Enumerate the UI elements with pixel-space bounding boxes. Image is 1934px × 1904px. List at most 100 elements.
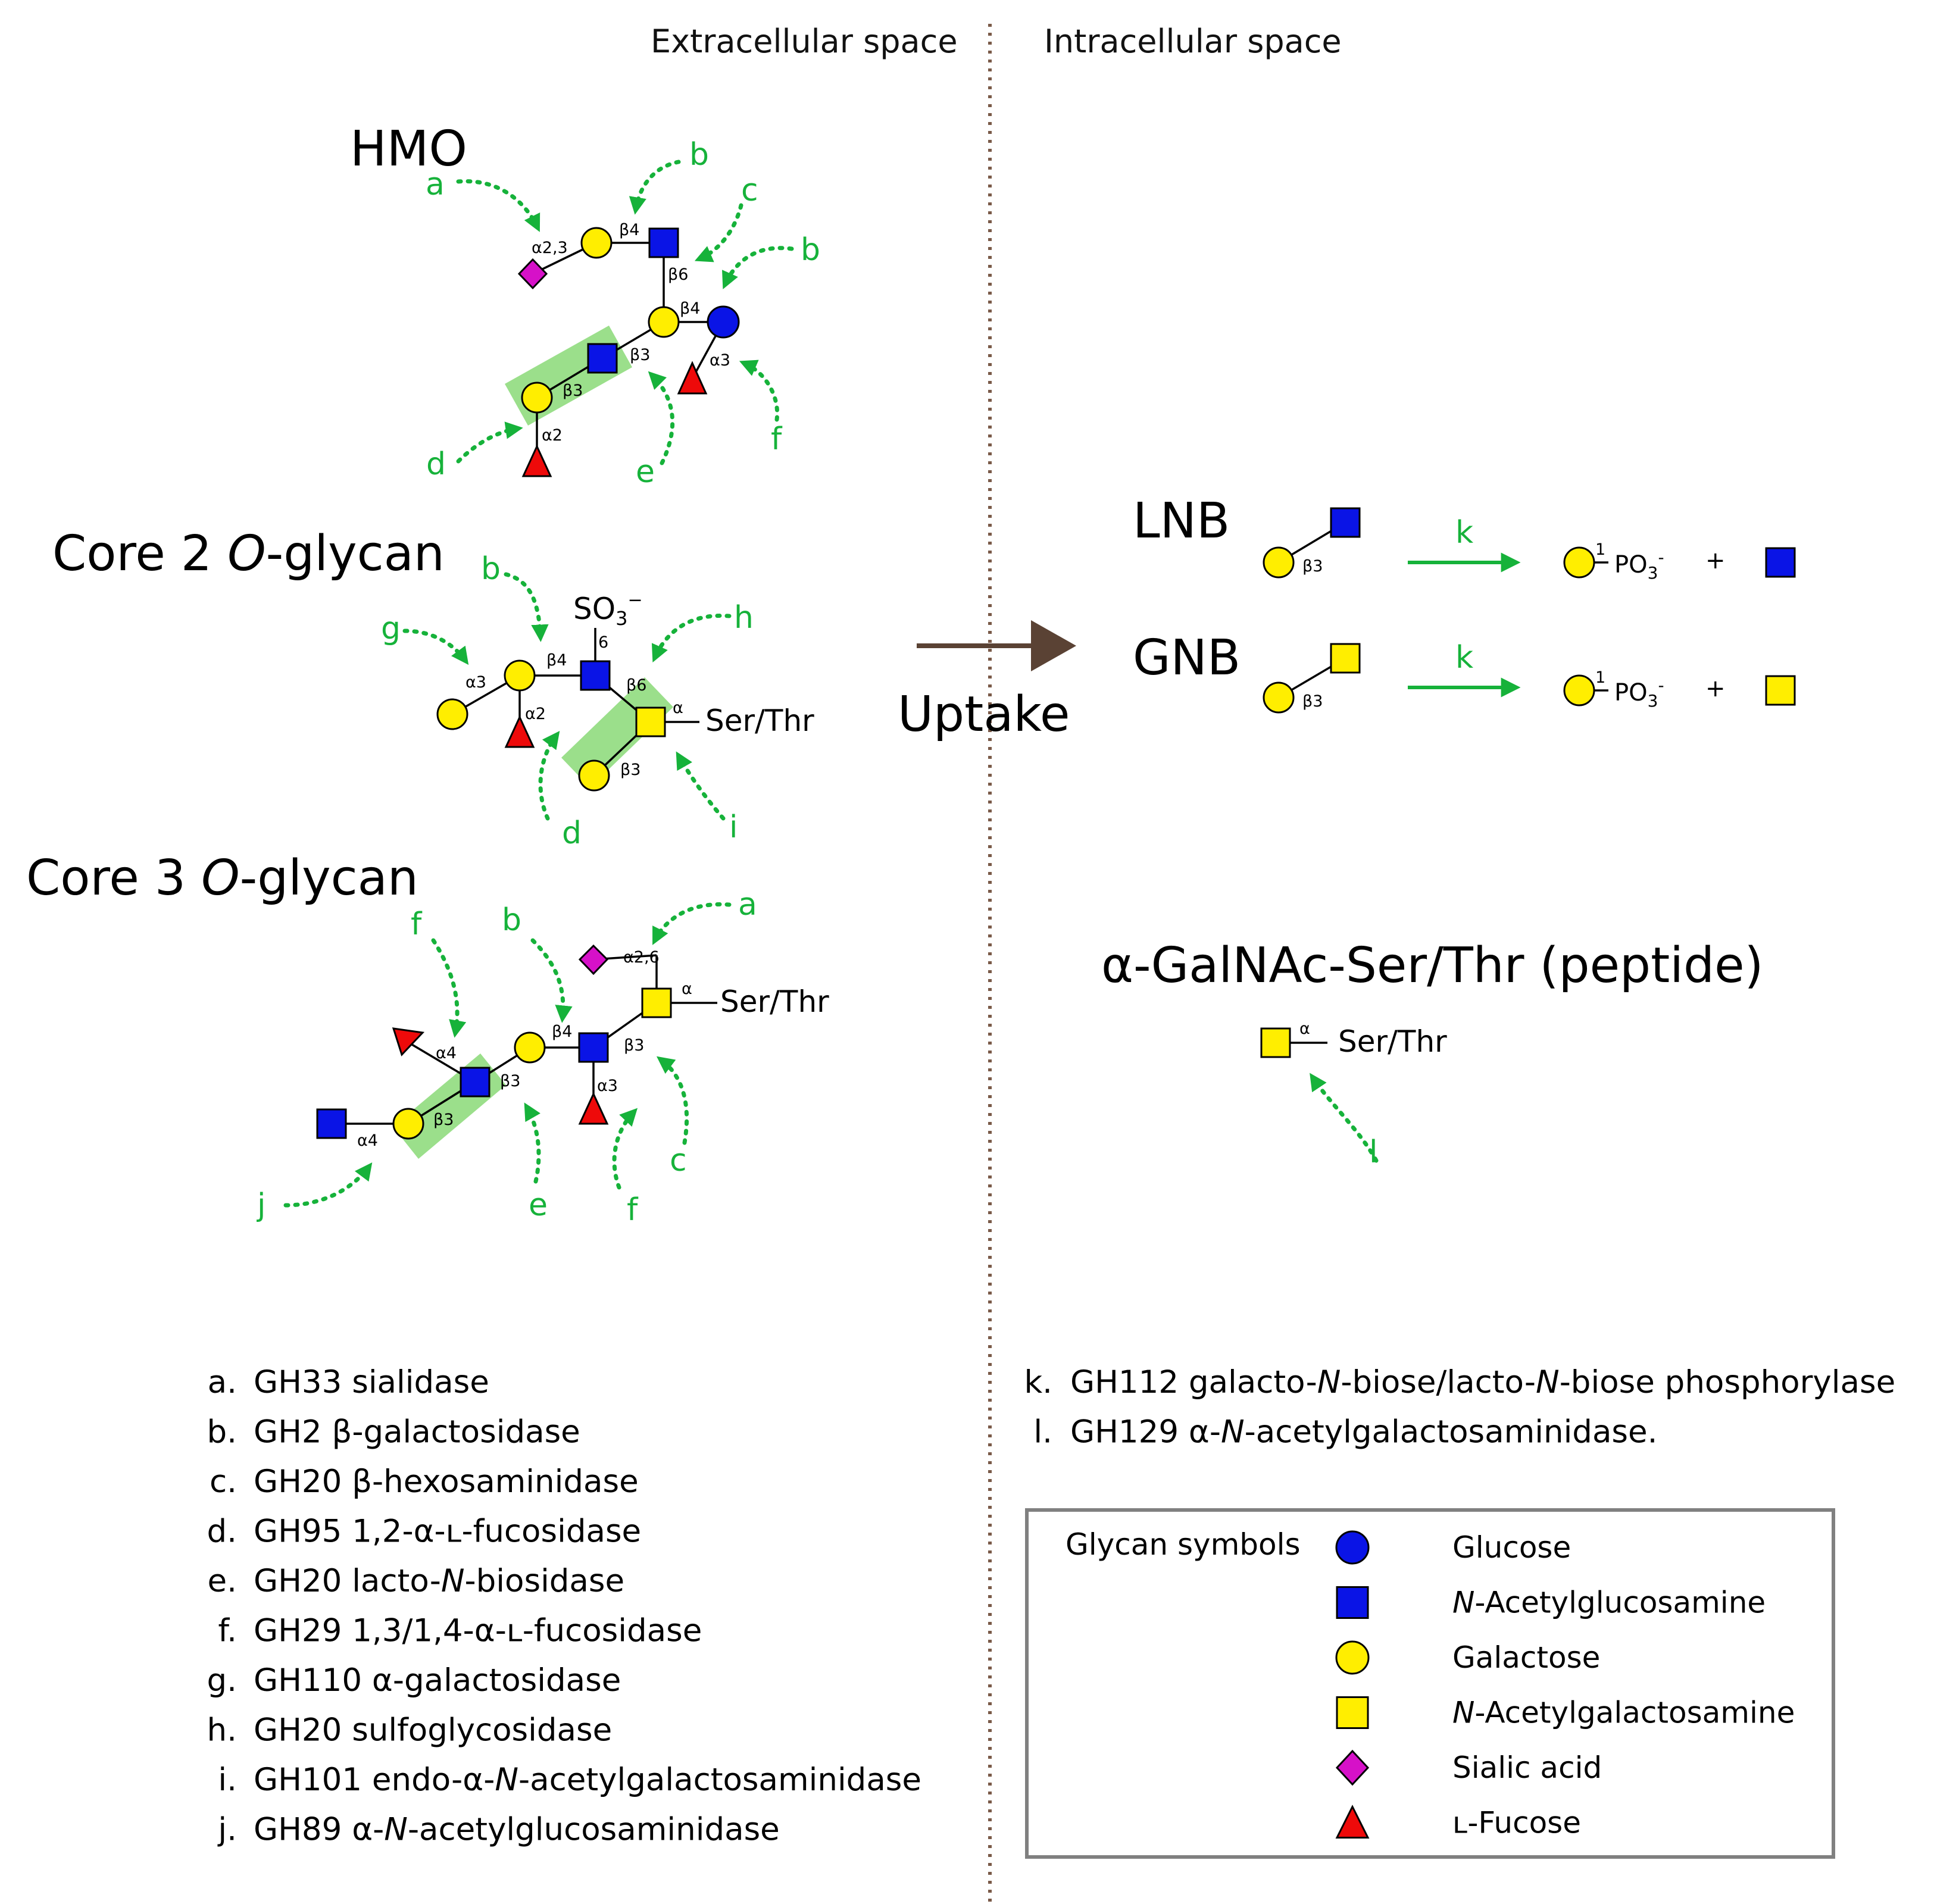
galactose-icon bbox=[1263, 546, 1295, 579]
fucose-icon bbox=[578, 1092, 609, 1125]
linkage-label: β6 bbox=[668, 265, 688, 284]
header-extracellular: Extracellular space bbox=[651, 23, 958, 60]
linkage-label: α2,6 bbox=[623, 948, 660, 967]
enzyme-name: GH2 β-galactosidase bbox=[254, 1414, 580, 1450]
enzyme-name: GH101 endo-α-N-acetylgalactosaminidase bbox=[254, 1762, 921, 1798]
enzyme-letter-k: k bbox=[1455, 640, 1473, 676]
legend-triangle-icon bbox=[1335, 1805, 1370, 1839]
glcnac-icon bbox=[316, 1108, 347, 1139]
ser-thr-label: Ser/Thr bbox=[705, 704, 814, 738]
title-gnb: GNB bbox=[1133, 630, 1241, 686]
enzyme-letter-c: c bbox=[670, 1143, 687, 1178]
uptake-arrow bbox=[917, 620, 1076, 671]
legend-square-icon bbox=[1336, 1586, 1369, 1619]
linkage-label: α bbox=[673, 699, 683, 717]
linkage-label: α4 bbox=[436, 1044, 457, 1062]
enzyme-name: GH20 sulfoglycosidase bbox=[254, 1712, 612, 1749]
galactose-icon bbox=[504, 659, 536, 692]
enzyme-letter-c: c bbox=[741, 173, 758, 208]
glcnac-icon bbox=[460, 1067, 490, 1098]
enzyme-letter-k: k bbox=[1455, 515, 1473, 551]
galactose-icon bbox=[436, 698, 468, 730]
enzyme-mark: l. bbox=[1033, 1414, 1052, 1450]
galactose-icon bbox=[578, 759, 610, 792]
plus-sign: + bbox=[1705, 675, 1726, 702]
sialic-acid-icon bbox=[517, 258, 548, 290]
linkage-label: β3 bbox=[500, 1072, 520, 1090]
title-core3-o-glycan: Core 3 O-glycan bbox=[26, 850, 418, 906]
legend-title: Glycan symbols bbox=[1066, 1527, 1301, 1562]
enzyme-letter-b: b bbox=[689, 137, 709, 173]
galnac-icon bbox=[641, 987, 672, 1018]
fucose-icon bbox=[504, 715, 535, 748]
gnb-phosphorolysis: GNB β3 k 1 PO3- + bbox=[1133, 630, 1796, 714]
hmo-enzyme-arrows: a b c b d e f bbox=[426, 137, 820, 490]
sulfate-label: SO3− bbox=[573, 590, 643, 630]
title-lnb: LNB bbox=[1133, 493, 1230, 549]
legend-label: N-Acetylglucosamine bbox=[1452, 1586, 1766, 1620]
phosphate-label: PO3- bbox=[1614, 676, 1664, 711]
enzyme-name: GH95 1,2-α-ʟ-fucosidase bbox=[254, 1514, 641, 1550]
enzyme-mark: g. bbox=[207, 1662, 238, 1699]
galnac-icon bbox=[1260, 1027, 1291, 1058]
linkage-label: β3 bbox=[1302, 557, 1323, 576]
core3-enzyme-arrows: f b a j e f c bbox=[257, 887, 757, 1228]
galactose-icon bbox=[1263, 681, 1295, 714]
position-label: 1 bbox=[1595, 540, 1605, 559]
galactose-icon bbox=[514, 1031, 546, 1064]
enzyme-letter-a: a bbox=[738, 887, 757, 923]
galactose-icon bbox=[392, 1108, 424, 1140]
galnac-icon bbox=[1330, 643, 1361, 674]
enzyme-letter-d: d bbox=[562, 815, 582, 851]
linkage-label: α3 bbox=[597, 1077, 618, 1095]
core3-structure: Ser/Thr α4 β3 α4 β3 β4 α3 β3 α2,6 α bbox=[316, 944, 829, 1159]
core2-enzyme-arrows: b g h d i bbox=[381, 551, 754, 851]
uptake-label: Uptake bbox=[898, 686, 1070, 743]
enzyme-list-right: k.GH112 galacto-N-biose/lacto-N-biose ph… bbox=[1024, 1364, 1895, 1450]
enzyme-mark: e. bbox=[208, 1563, 237, 1599]
enzyme-name: GH129 α-N-acetylgalactosaminidase. bbox=[1070, 1414, 1658, 1450]
enzyme-letter-h: h bbox=[734, 600, 754, 636]
legend-label: Galactose bbox=[1452, 1640, 1600, 1675]
legend-label: Sialic acid bbox=[1452, 1750, 1602, 1785]
glcnac-icon bbox=[1330, 507, 1361, 538]
enzyme-mark: j. bbox=[217, 1812, 237, 1848]
lnb-highlight bbox=[505, 326, 632, 426]
linkage-label: α3 bbox=[465, 673, 486, 692]
phosphate-label: PO3- bbox=[1614, 548, 1664, 583]
enzyme-name: GH33 sialidase bbox=[254, 1364, 489, 1400]
enzyme-letter-i: i bbox=[729, 809, 738, 845]
linkage-label: α3 bbox=[710, 351, 730, 370]
fucose-icon bbox=[677, 361, 708, 395]
fucose-icon bbox=[392, 1027, 425, 1056]
enzyme-name: GH20 lacto-N-biosidase bbox=[254, 1563, 624, 1599]
enzyme-name: GH29 1,3/1,4-α-ʟ-fucosidase bbox=[254, 1613, 702, 1649]
legend-circle-icon bbox=[1335, 1640, 1370, 1675]
galactose-1-phosphate-icon bbox=[1563, 546, 1595, 579]
core2-structure: SO3− 6 Ser/Thr α3 β4 α2 β6 α β3 bbox=[436, 590, 814, 792]
plus-sign: + bbox=[1705, 547, 1726, 574]
glcnac-icon bbox=[1765, 547, 1796, 578]
title-core2-o-glycan: Core 2 O-glycan bbox=[52, 526, 445, 582]
enzyme-mark: i. bbox=[218, 1762, 237, 1798]
glcnac-icon bbox=[580, 660, 611, 691]
linkage-label: β4 bbox=[546, 651, 567, 670]
linkage-label: α bbox=[1299, 1020, 1310, 1038]
header-intracellular: Intracellular space bbox=[1044, 23, 1342, 60]
enzyme-letter-f: f bbox=[627, 1192, 639, 1228]
linkage-label: β3 bbox=[563, 382, 583, 400]
title-hmo: HMO bbox=[350, 121, 467, 177]
enzyme-letter-g: g bbox=[381, 611, 401, 646]
enzyme-letter-a: a bbox=[426, 167, 445, 202]
enzyme-letter-e: e bbox=[636, 454, 655, 490]
legend-frame bbox=[1025, 1508, 1835, 1859]
legend-label: N-Acetylgalactosamine bbox=[1452, 1696, 1795, 1730]
linkage-label: β4 bbox=[619, 221, 639, 239]
glucose-icon bbox=[707, 305, 740, 339]
title-galnac-ser-thr: α-GalNAc-Ser/Thr (peptide) bbox=[1101, 937, 1764, 994]
linkage-label: β3 bbox=[1302, 692, 1323, 711]
legend-label: ʟ-Fucose bbox=[1452, 1806, 1581, 1840]
fucose-icon bbox=[521, 444, 552, 477]
enzyme-name: GH110 α-galactosidase bbox=[254, 1662, 621, 1699]
enzyme-letter-e: e bbox=[529, 1187, 548, 1223]
